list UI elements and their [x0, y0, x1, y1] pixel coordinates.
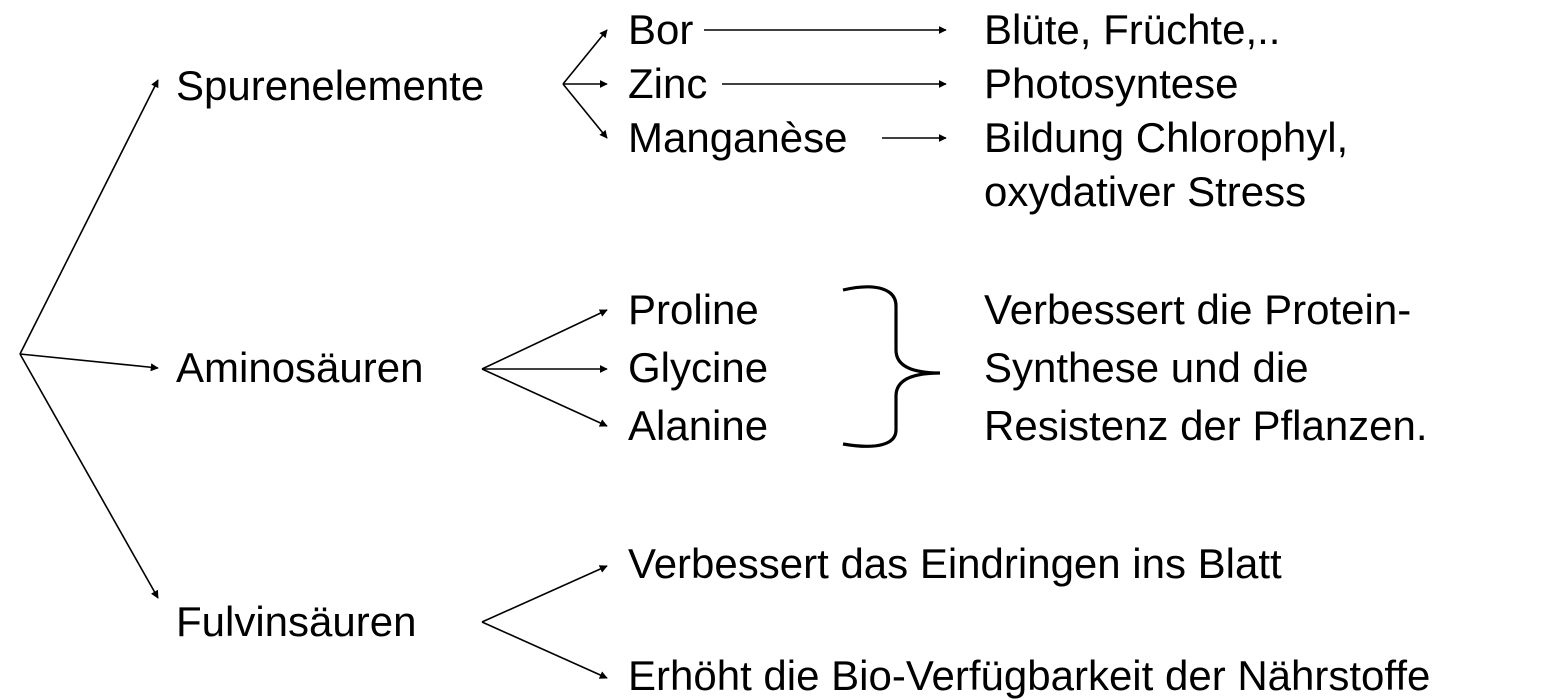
- node-spurenelemente: Spurenelemente: [176, 62, 485, 109]
- effect-manganese-line-1: Bildung Chlorophyl,: [984, 114, 1349, 161]
- curly-bracket: [842, 285, 941, 448]
- arrow-fulvinsaeuren-to-bioavailability: [481, 621, 608, 679]
- effect-manganese-line-2: oxydativer Stress: [984, 168, 1307, 215]
- effect-aminosaeuren-line-2: Synthese und die: [984, 344, 1309, 391]
- arrow-root-to-spurenelemente: [19, 79, 159, 355]
- node-alanine: Alanine: [628, 402, 769, 449]
- effect-aminosaeuren-line-3: Resistenz der Pflanzen.: [984, 402, 1428, 449]
- node-proline: Proline: [628, 286, 759, 333]
- arrow-root-to-aminosaeuren: [19, 353, 159, 372]
- effect-bor: Blüte, Früchte,..: [984, 6, 1281, 53]
- node-fulvinsaeuren: Fulvinsäuren: [176, 598, 417, 645]
- node-glycine: Glycine: [628, 344, 769, 391]
- arrow-aminosaeuren-to-alanine: [481, 368, 608, 427]
- arrow-root-to-fulvinsaeuren: [19, 353, 159, 599]
- node-zinc: Zinc: [628, 60, 708, 107]
- node-aminosaeuren: Aminosäuren: [176, 344, 424, 391]
- effect-fulvinsaeuren-bioavailability: Erhöht die Bio-Verfügbarkeit der Nährsto…: [628, 652, 1431, 699]
- effect-zinc: Photosyntese: [984, 60, 1239, 107]
- arrow-spurenelemente-to-bor: [562, 29, 608, 85]
- arrow-fulvinsaeuren-to-penetration: [481, 565, 608, 623]
- node-manganese: Manganèse: [628, 114, 848, 161]
- effect-fulvinsaeuren-penetration: Verbessert das Eindringen ins Blatt: [628, 540, 1282, 587]
- effect-aminosaeuren-line-1: Verbessert die Protein-: [984, 286, 1412, 333]
- arrow-aminosaeuren-to-proline: [481, 309, 608, 370]
- arrow-spurenelemente-to-manganese: [562, 83, 608, 139]
- node-bor: Bor: [628, 6, 694, 53]
